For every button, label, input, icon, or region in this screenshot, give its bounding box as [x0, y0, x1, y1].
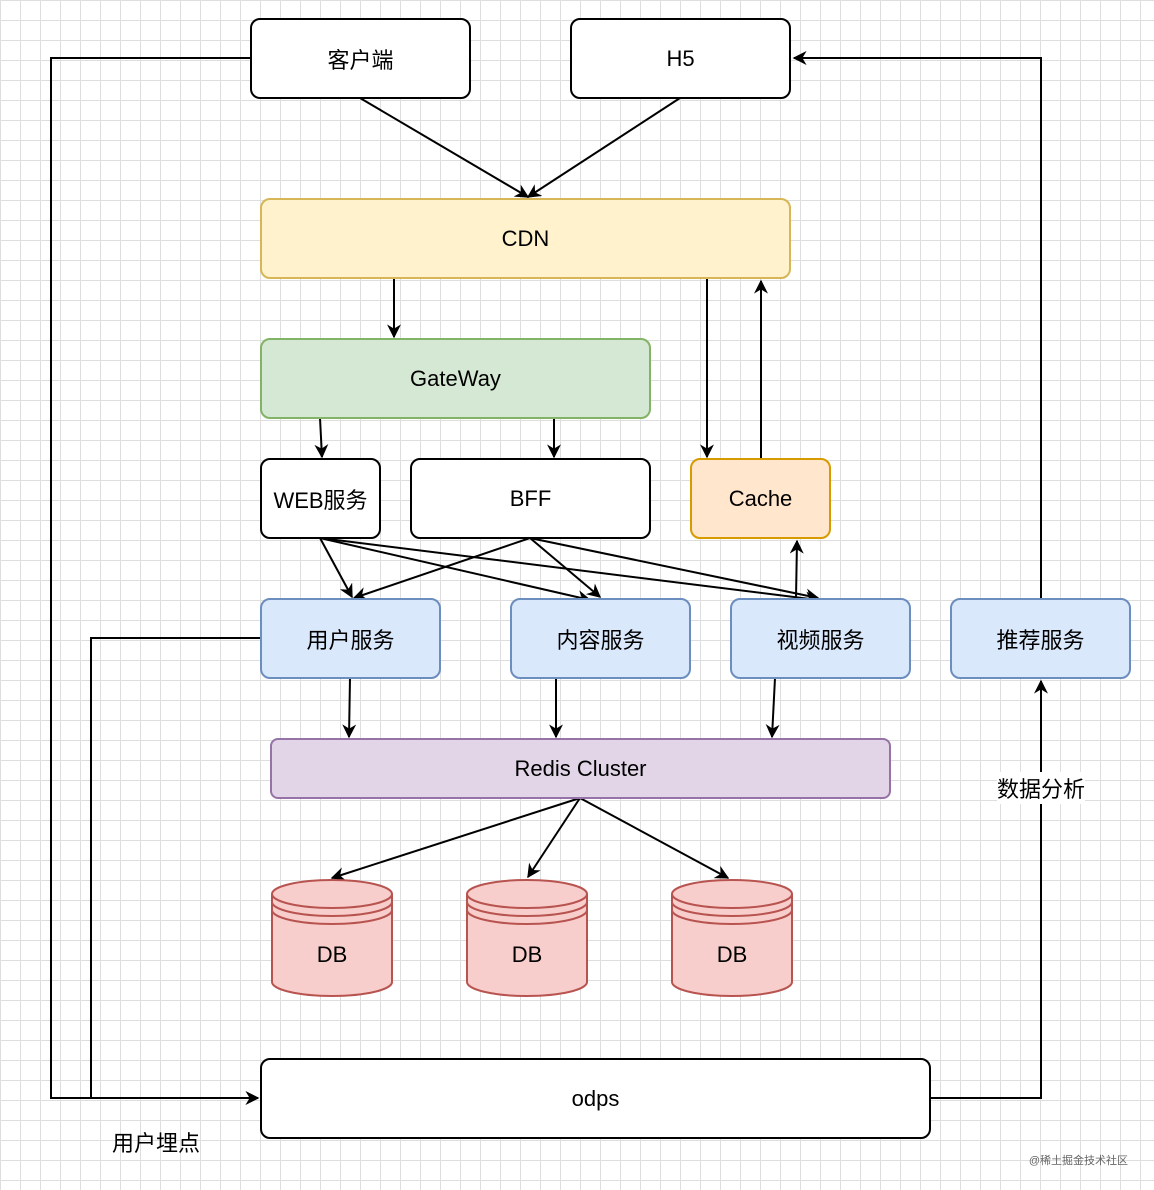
edge-odps-recommend — [931, 679, 1048, 1099]
cdn-node: CDN — [260, 198, 791, 279]
edge-user-redis — [342, 677, 357, 739]
odps-node: odps — [260, 1058, 931, 1139]
db-label: DB — [716, 942, 748, 967]
db-label: DB — [316, 942, 348, 967]
edge-bff-video — [529, 537, 820, 603]
edge-redis-db3 — [579, 797, 730, 879]
edge-bff-user — [352, 537, 531, 601]
database-icon — [466, 879, 588, 997]
database-icon — [271, 879, 393, 997]
edge-web-user — [319, 537, 353, 599]
redis-cluster-node: Redis Cluster — [270, 738, 891, 799]
db-label: DB — [511, 942, 543, 967]
db-node-2: DB — [465, 876, 589, 1000]
gateway-node: GateWay — [260, 338, 651, 419]
edge-web-video — [319, 537, 820, 606]
edge-video-redis — [765, 677, 780, 739]
user-tracking-label: 用户埋点 — [112, 1131, 201, 1156]
db-node-3: DB — [670, 876, 794, 1000]
edge-user-odps — [90, 637, 260, 1098]
recommend-service-node: 推荐服务 — [950, 598, 1131, 679]
video-service-node: 视频服务 — [730, 598, 911, 679]
edge-redis-db1 — [330, 797, 581, 881]
web-service-node: WEB服务 — [260, 458, 381, 539]
edge-h5-cdn — [526, 97, 681, 198]
bff-node: BFF — [410, 458, 651, 539]
edge-client-cdn — [359, 97, 530, 198]
database-icon — [671, 879, 793, 997]
edge-gateway-web — [314, 417, 329, 459]
edge-bff-content — [529, 537, 602, 598]
data-analysis-label: 数据分析 — [997, 772, 1086, 804]
client-node: 客户端 — [250, 18, 471, 99]
watermark: @稀土掘金技术社区 — [1028, 1155, 1128, 1167]
edge-redis-db2 — [527, 797, 581, 879]
user-service-node: 用户服务 — [260, 598, 441, 679]
edge-video-cache — [789, 539, 804, 599]
edge-recommend-h5 — [792, 51, 1042, 598]
edge-web-content — [319, 537, 592, 605]
content-service-node: 内容服务 — [510, 598, 691, 679]
db-node-1: DB — [270, 876, 394, 1000]
h5-node: H5 — [570, 18, 791, 99]
edge-client-odps — [50, 57, 260, 1105]
cache-node: Cache — [690, 458, 831, 539]
